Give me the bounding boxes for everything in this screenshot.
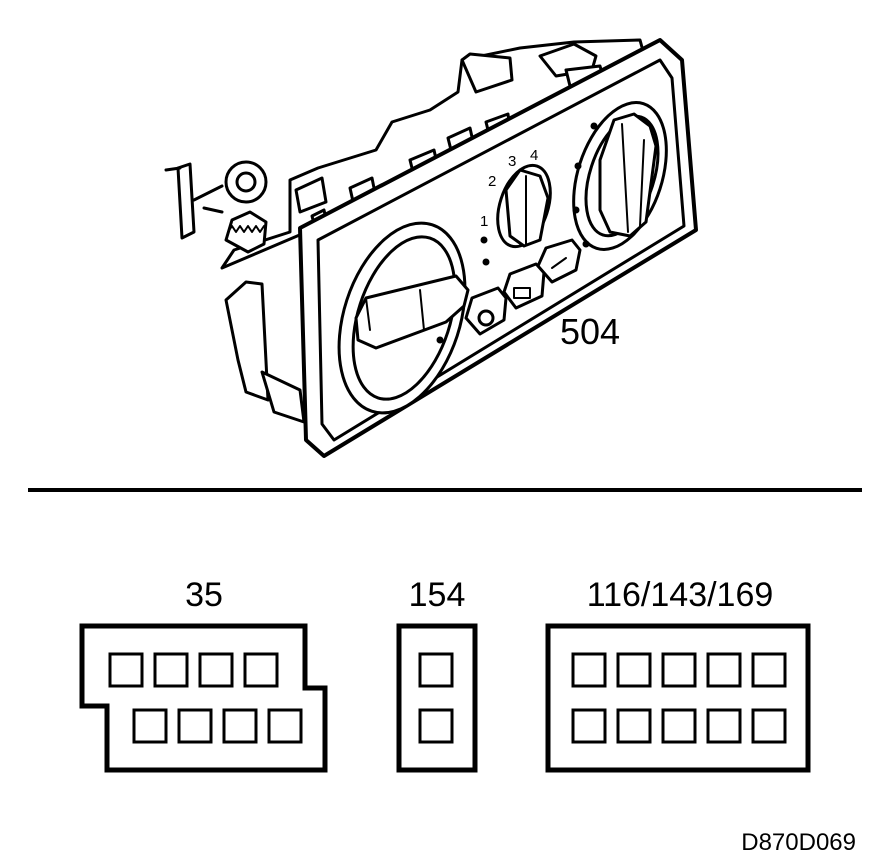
dial-number-4: 4 [530,147,538,164]
connector-116-143-169-pin-r2-4 [706,708,742,744]
connector-154-pin-row-2 [418,708,454,744]
connector-116-143-169-pin-row-2 [571,708,787,744]
connector-116-143-169-pin-r2-1 [571,708,607,744]
dial-number-2: 2 [488,173,496,190]
connector-116-143-169-pin-r1-2 [616,652,652,688]
connector-35-pin-r2-1 [132,708,168,744]
connector-116-143-169-pin-r1-3 [661,652,697,688]
connector-116-143-169-pin-row-1 [571,652,787,688]
connector-116-143-169-pin-r1-5 [751,652,787,688]
connector-35-pin-row-2 [132,708,303,744]
component-callout-label: 504 [560,311,620,352]
connector-35-pin-row-1 [108,652,279,688]
connector-label-35: 35 [185,576,223,614]
connector-116-143-169-pin-r2-3 [661,708,697,744]
connector-154 [396,623,478,773]
dial-number-1: 1 [480,213,488,230]
connector-116-143-169-outline [545,623,811,773]
climate-control-unit-illustration [164,38,698,458]
connector-35 [79,623,328,773]
connector-35-pin-r2-2 [177,708,213,744]
dial-number-labels: 1 2 3 4 [480,147,538,230]
connector-35-pin-r1-3 [198,652,234,688]
connector-116-143-169-pin-r1-1 [571,652,607,688]
connector-154-pin-r2-1 [418,708,454,744]
connector-116-143-169 [545,623,811,773]
dial-number-3: 3 [508,153,516,170]
connector-35-pin-r1-4 [243,652,279,688]
connector-35-pin-r1-1 [108,652,144,688]
connector-label-154: 154 [409,576,466,614]
reference-code: D870D069 [741,829,856,856]
connector-116-143-169-pin-r1-4 [706,652,742,688]
connector-35-pin-r2-4 [267,708,303,744]
connector-154-pin-r1-1 [418,652,454,688]
connector-35-pin-r2-3 [222,708,258,744]
connector-35-outline [79,623,328,773]
connector-label-116-143-169: 116/143/169 [587,576,774,614]
connector-116-143-169-pin-r2-2 [616,708,652,744]
connector-154-pin-row-1 [418,652,454,688]
connector-35-pin-r1-2 [153,652,189,688]
connector-116-143-169-pin-r2-5 [751,708,787,744]
connector-154-outline [396,623,478,773]
